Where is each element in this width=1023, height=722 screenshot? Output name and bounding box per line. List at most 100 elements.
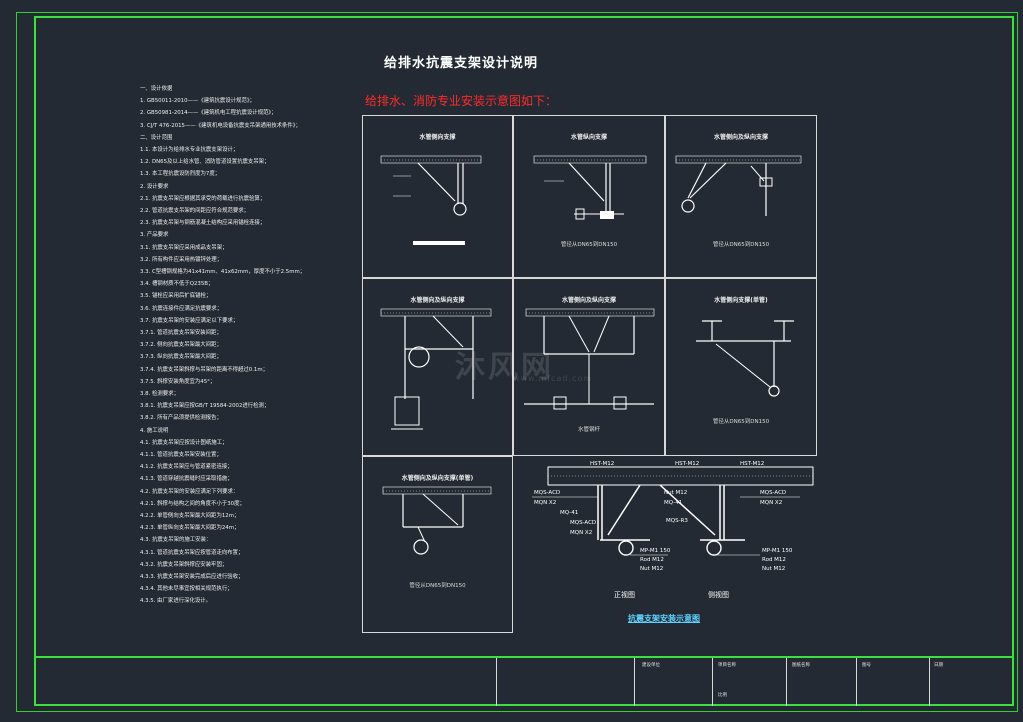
- note-line: 3.7.3. 纵向抗震支吊架最大间距；: [140, 354, 222, 361]
- detail-label: Nut M12: [762, 566, 786, 572]
- diagram-panel-5: 水管侧向及纵向支撑 水管钢杆: [513, 278, 665, 456]
- note-line: 4.1.1. 管道抗震支吊架安装位置；: [140, 452, 222, 458]
- panel-caption: 管径从DN65到DN150: [712, 242, 770, 248]
- diagram-panel-3: 水管侧向及纵向支撑 管径从DN65到DN150: [665, 115, 817, 278]
- detail-label: MP-M1 150: [762, 548, 793, 554]
- detail-label: MQS-ACD: [534, 490, 561, 496]
- watermark: 沐风网: [455, 350, 554, 385]
- note-line: 1.3. 本工程抗震设防烈度为7度；: [140, 171, 221, 178]
- note-line: 1. GB50011-2010——《建筑抗震设计规范》；: [140, 98, 255, 105]
- note-line: 4.1. 抗震支吊架应按设计图纸施工；: [140, 439, 228, 446]
- diagram-panel-7: 水管侧向及纵向支撑(单管) 管径从DN65到DN150: [362, 456, 513, 633]
- detail-label: MQS-ACD: [760, 490, 787, 496]
- detail-label: Rod M12: [762, 557, 786, 563]
- tb-cell: 比例: [718, 693, 727, 698]
- note-line: 3.5. 锚栓应采用后扩底锚栓；: [140, 293, 212, 300]
- diagram-panel-4: 水管侧向及纵向支撑: [362, 278, 513, 456]
- panel-title: 水管纵向支撑: [570, 134, 607, 141]
- tb-divider: [786, 658, 787, 706]
- note-line: 4.2.2. 单管侧向支吊架最大间距为12m；: [140, 513, 240, 519]
- detail-label: MQS-ACD: [570, 520, 597, 526]
- note-line: 3.7.5. 斜撑安装角度宜为45°；: [140, 378, 216, 385]
- tb-cell: 日期: [934, 663, 943, 668]
- note-line: 2.3. 抗震支吊架与钢筋混凝土结构应采用锚栓连接；: [140, 220, 266, 227]
- panel-title: 水管侧向及纵向支撑: [410, 297, 465, 304]
- note-line: 4.2. 抗震支吊架的安装应满足下列要求：: [140, 488, 239, 495]
- note-line: 1.1. 本设计为给排水专业抗震支架设计；: [140, 147, 239, 153]
- tb-cell: 建设单位: [642, 663, 660, 668]
- detail-label: Rod M12: [640, 557, 664, 563]
- note-line: 4.2.1. 斜撑与结构之间的角度不小于30度；: [140, 500, 245, 507]
- diagram-panel-1: 水管侧向支撑: [362, 115, 513, 278]
- detail-label: HST-M12: [590, 461, 615, 467]
- bracket-drawing: [696, 320, 794, 397]
- note-line: 3.7.1. 管道抗震支吊架安装间距；: [140, 330, 222, 336]
- note-line: 3.8.2. 所有产品须提供检测报告；: [140, 415, 222, 422]
- note-line: 4.3.3. 抗震支吊架安装完成后应进行验收；: [140, 574, 244, 580]
- note-line: 3.2. 所有构件应采用热镀锌处理；: [140, 256, 223, 263]
- detail-caption: 抗震支架安装示意图: [628, 614, 700, 623]
- detail-label: MQN X2: [534, 500, 557, 506]
- panel-caption: 水管钢杆: [577, 427, 600, 433]
- detail-label: MQS-R3: [666, 518, 688, 524]
- panel-title: 水管侧向支撑(单管): [714, 297, 768, 304]
- detail-label: Nut M12: [664, 490, 688, 496]
- title-block: 建设单位 项目名称 图纸名称 图号 日期 比例: [34, 656, 1014, 706]
- panel-caption: 管径从DN65到DN150: [560, 242, 618, 248]
- drawing-outer-frame: [16, 12, 1018, 712]
- note-line: 2.2. 管道抗震支吊架的间距应符合规范要求；: [140, 208, 250, 214]
- bracket-drawing: [380, 155, 482, 245]
- tb-divider: [856, 658, 857, 706]
- note-line: 3. CJ/T 476-2015——《建筑机电设备抗震支吊架通用技术条件》；: [140, 122, 301, 129]
- note-line: 4.3.1. 管道抗震支吊架应按管道走向布置；: [140, 549, 244, 556]
- tb-cell: 项目名称: [718, 663, 736, 668]
- note-line: 3.1. 抗震支吊架应采用成品支吊架；: [140, 244, 228, 251]
- note-line: 3.7.2. 侧向抗震支吊架最大间距；: [140, 342, 222, 349]
- note-line: 2.1. 抗震支吊架应根据其承受的荷载进行抗震验算；: [140, 195, 266, 202]
- diagram-panel-2: 水管纵向支撑 管径从DN65到DN150: [513, 115, 665, 278]
- note-line: 4.2.3. 单管纵向支吊架最大间距为24m；: [140, 525, 240, 532]
- note-line: 2. GB50981-2014——《建筑机电工程抗震设计规范》；: [140, 110, 277, 117]
- detail-label: MQ-41: [560, 510, 579, 516]
- detail-label: MQ-41: [664, 500, 683, 506]
- bracket-drawing: [524, 308, 655, 410]
- detail-label: MQN X2: [760, 500, 783, 506]
- note-line: 2. 设计要求: [140, 183, 169, 190]
- detail-label: HST-M12: [740, 461, 765, 467]
- panel-title: 水管侧向及纵向支撑: [561, 297, 616, 304]
- bracket-drawing: [380, 308, 492, 430]
- note-line: 3.7.4. 抗震支吊架斜撑与吊架的距离不得超过0.1m；: [140, 366, 268, 373]
- note-line: 3.3. C型槽钢规格为41x41mm、41x62mm，厚度不小于2.5mm；: [140, 269, 306, 275]
- panel-title: 水管侧向支撑: [419, 134, 456, 141]
- tb-cell: 图纸名称: [792, 663, 810, 668]
- note-line: 4.1.2. 抗震支吊架应与管道紧密连接；: [140, 464, 233, 471]
- note-line: 4.3.2. 抗震支吊架斜撑应安装牢固；: [140, 561, 228, 568]
- note-line: 1.2. DN65及以上给水管、消防管道设置抗震支吊架；: [140, 159, 270, 166]
- side-view-label: 侧视图: [708, 591, 729, 599]
- note-line: 3.8.1. 抗震支吊架应按GB/T 19584-2002进行检测；: [140, 403, 270, 410]
- bracket-drawing: [533, 155, 647, 220]
- diagram-panel-6: 水管侧向支撑(单管) 管径从DN65到DN150: [665, 278, 817, 456]
- section-subtitle: 给排水、消防专业安装示意图如下：: [365, 94, 558, 108]
- panel-caption: 管径从DN65到DN150: [712, 419, 770, 425]
- detail-label: Nut M12: [640, 566, 664, 572]
- note-line: 3.8. 检测要求；: [140, 391, 179, 397]
- bracket-drawing: [382, 486, 492, 555]
- drawing-inner-frame: [34, 16, 1014, 706]
- note-line: 3. 产品要求: [140, 232, 169, 239]
- panel-title: 水管侧向及纵向支撑(单管): [401, 475, 474, 482]
- panel-title: 水管侧向及纵向支撑: [713, 134, 768, 141]
- front-view-label: 正视图: [614, 591, 635, 599]
- bracket-drawing: [675, 155, 802, 216]
- tb-divider: [496, 658, 497, 706]
- watermark-url: www.mfcad.com: [513, 374, 593, 383]
- note-line: 4. 施工说明: [140, 427, 169, 434]
- note-line: 4.3. 抗震支吊架的施工安装：: [140, 537, 212, 544]
- note-line: 二、设计范围: [140, 134, 173, 141]
- detail-label: MQN X2: [570, 530, 593, 536]
- detail-label: HST-M12: [675, 461, 700, 467]
- note-line: 4.3.4. 其他未尽事宜按相关规范执行；: [140, 586, 233, 593]
- note-line: 3.4. 槽钢材质不低于Q235B；: [140, 281, 214, 288]
- note-line: 4.3.5. 由厂家进行深化设计。: [140, 598, 212, 605]
